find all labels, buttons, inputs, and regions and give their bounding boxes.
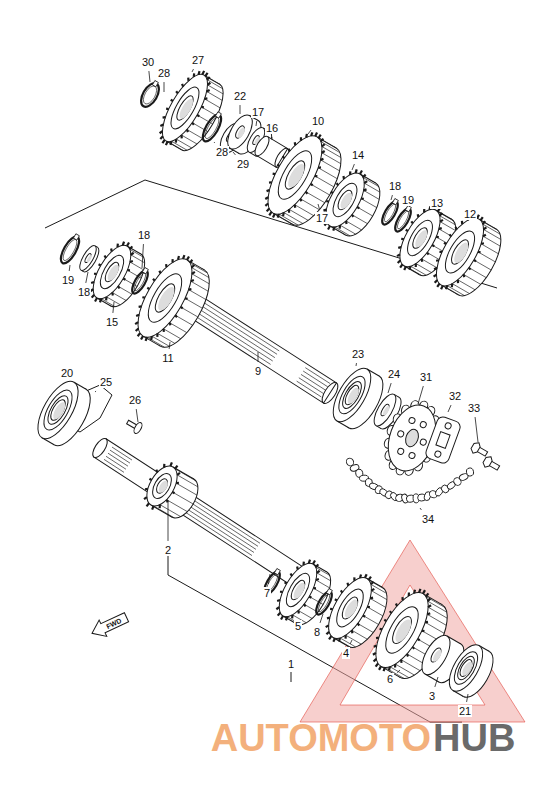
callout-number: 17 bbox=[251, 106, 265, 118]
callout-number: 21 bbox=[458, 705, 472, 717]
leader-line bbox=[142, 244, 143, 268]
leader-line bbox=[168, 500, 169, 541]
callout-number: 33 bbox=[467, 402, 481, 414]
callout-number: 5 bbox=[294, 620, 302, 632]
callout-number: 34 bbox=[421, 513, 435, 525]
leader-line bbox=[192, 69, 193, 72]
callout-number: 10 bbox=[311, 115, 325, 127]
callout-number: 12 bbox=[463, 208, 477, 220]
callout-number: 31 bbox=[419, 371, 433, 383]
callout-number: 6 bbox=[386, 673, 394, 685]
leader-line bbox=[308, 130, 311, 134]
leader-line bbox=[136, 409, 138, 422]
leader-line bbox=[467, 694, 468, 702]
callout-number: 19 bbox=[401, 194, 415, 206]
callout-number: 2 bbox=[164, 544, 172, 556]
circlip bbox=[57, 232, 83, 266]
callout-number: 18 bbox=[388, 180, 402, 192]
leader-line bbox=[435, 677, 438, 687]
circlip bbox=[137, 79, 163, 110]
leader-line bbox=[420, 508, 421, 510]
screw bbox=[125, 417, 144, 435]
ball-bearing bbox=[30, 375, 98, 451]
leader-line bbox=[268, 574, 270, 584]
callout-number: 14 bbox=[351, 149, 365, 161]
leader-line bbox=[113, 302, 114, 313]
callout-number: 3 bbox=[428, 690, 436, 702]
leader-line bbox=[475, 417, 478, 442]
leader-line bbox=[448, 405, 451, 412]
leader-line bbox=[352, 164, 354, 170]
gear bbox=[150, 64, 234, 160]
leader-line bbox=[318, 204, 319, 209]
leader-line bbox=[169, 342, 171, 349]
callout-number: 29 bbox=[236, 158, 250, 170]
leader-line bbox=[214, 142, 216, 144]
leader-line bbox=[86, 272, 88, 283]
leader-line bbox=[272, 137, 273, 140]
callout-number: 20 bbox=[60, 367, 74, 379]
gear bbox=[123, 246, 222, 358]
callout-number: 22 bbox=[233, 90, 247, 102]
watermark: HUB bbox=[432, 719, 516, 757]
callout-number: 32 bbox=[448, 390, 462, 402]
callout-number: 26 bbox=[128, 394, 142, 406]
callout-number: 23 bbox=[351, 348, 365, 360]
watermark-logo bbox=[300, 540, 525, 722]
callout-number: 7 bbox=[263, 587, 271, 599]
leader-line bbox=[356, 363, 357, 366]
leader-line bbox=[320, 614, 323, 623]
direction-arrow bbox=[88, 609, 130, 641]
leader-line bbox=[149, 71, 150, 82]
bolt bbox=[470, 441, 490, 459]
watermark: AUTOMOTO bbox=[210, 719, 432, 757]
drive-chain bbox=[345, 457, 474, 504]
callout-number: 30 bbox=[141, 56, 155, 68]
sprocket bbox=[374, 392, 450, 483]
driveshaft bbox=[90, 436, 310, 590]
leader-line bbox=[95, 391, 96, 393]
callout-number: 16 bbox=[265, 122, 279, 134]
bolt bbox=[482, 455, 502, 473]
leader-line bbox=[256, 121, 258, 126]
callout-number: 18 bbox=[137, 229, 151, 241]
callout-number: 13 bbox=[430, 197, 444, 209]
leader-line bbox=[233, 152, 235, 155]
group-bracket bbox=[291, 672, 292, 682]
gear bbox=[314, 162, 390, 245]
leader-line bbox=[397, 670, 400, 673]
leader-line bbox=[350, 640, 352, 644]
callout-number: 4 bbox=[342, 647, 350, 659]
callout-number: 19 bbox=[61, 274, 75, 286]
callout-number: 24 bbox=[387, 368, 401, 380]
callout-number: 18 bbox=[77, 286, 91, 298]
callout-number: 11 bbox=[161, 352, 174, 364]
leader-line bbox=[418, 386, 423, 404]
callout-number: 25 bbox=[99, 376, 113, 388]
callout-number: 28 bbox=[157, 67, 171, 79]
leader-line bbox=[391, 195, 392, 200]
ball-bearing bbox=[443, 639, 500, 702]
gear bbox=[137, 457, 206, 526]
callout-number: 28 bbox=[215, 146, 229, 158]
gear bbox=[423, 207, 512, 306]
leader-line bbox=[69, 265, 71, 271]
callout-number: 17 bbox=[315, 212, 329, 224]
callout-number: 27 bbox=[191, 54, 205, 66]
callout-number: 15 bbox=[105, 316, 119, 328]
direction-label: FWD bbox=[104, 617, 124, 632]
leader-line bbox=[240, 105, 241, 114]
leader-line bbox=[388, 383, 391, 393]
leader-line bbox=[258, 352, 259, 362]
callout-number: 8 bbox=[313, 626, 321, 638]
leader-line bbox=[164, 82, 165, 92]
callout-number: 1 bbox=[287, 658, 295, 670]
lock-plate bbox=[424, 415, 462, 465]
callout-number: 9 bbox=[254, 365, 262, 377]
